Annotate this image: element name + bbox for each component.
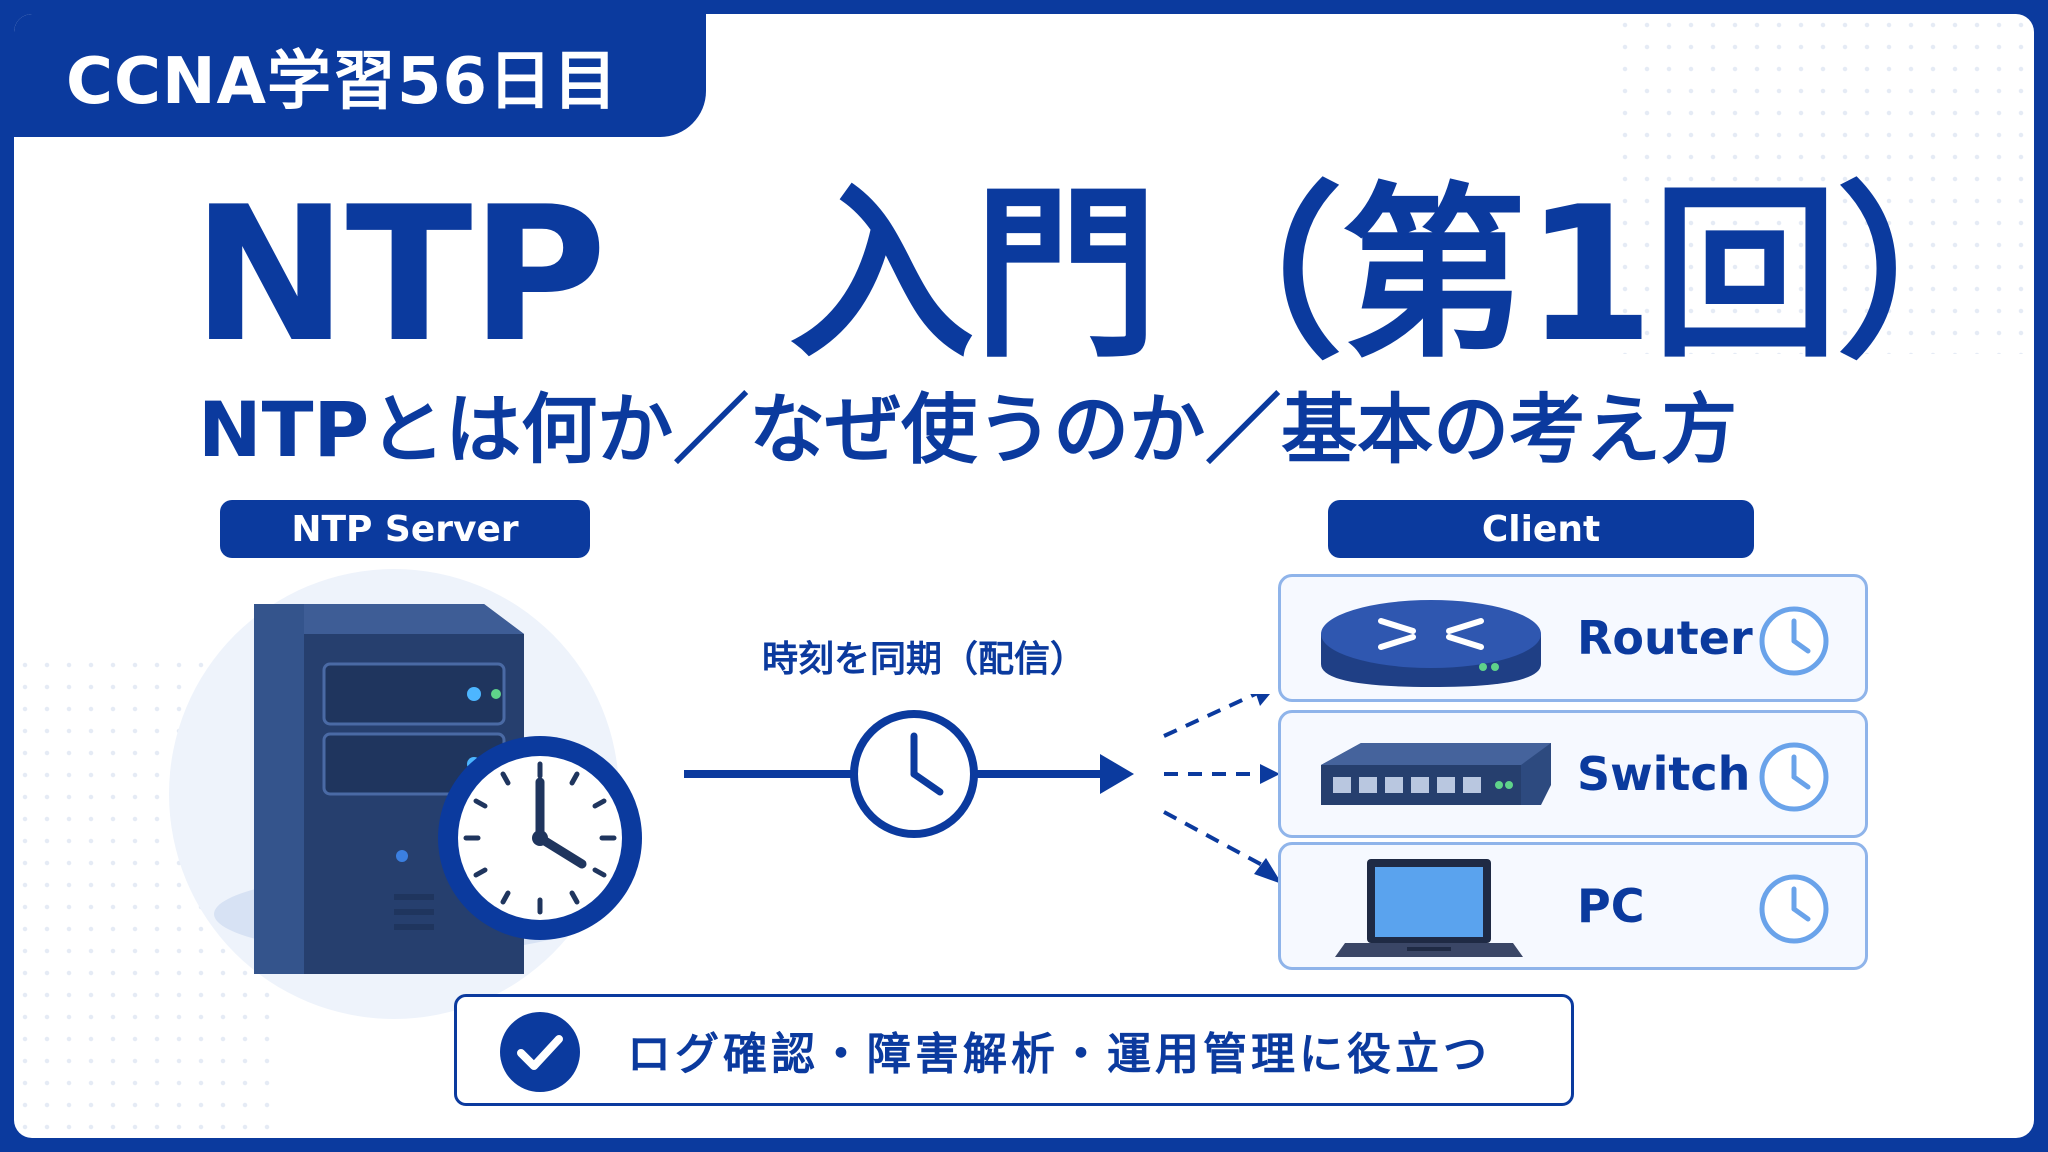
clock-icon — [1759, 742, 1829, 812]
client-pc-label: PC — [1577, 879, 1645, 933]
check-icon — [500, 1012, 580, 1092]
client-card-pc: PC — [1278, 842, 1868, 970]
dot-pattern — [1614, 14, 2034, 354]
clock-icon — [1759, 606, 1829, 676]
router-icon — [1321, 600, 1541, 687]
main-title: NTP 入門（第1回） — [192, 166, 2022, 383]
laptop-icon — [1335, 859, 1523, 957]
server-clock-icon — [438, 736, 642, 940]
sync-arrow — [684, 694, 1282, 884]
client-card-router: Router — [1278, 574, 1868, 702]
client-switch-label: Switch — [1577, 747, 1751, 801]
subtitle: NTPとは何か／なぜ使うのか／基本の考え方 — [198, 385, 1738, 474]
client-label: Client — [1328, 500, 1754, 558]
sync-clock-icon — [850, 710, 978, 838]
thumbnail-frame: CCNA学習56日目 NTP 入門（第1回） NTPとは何か／なぜ使うのか／基本… — [14, 14, 2034, 1138]
benefit-banner: ログ確認・障害解析・運用管理に役立つ — [454, 994, 1574, 1106]
day-tag: CCNA学習56日目 — [14, 14, 706, 137]
client-card-switch: Switch — [1278, 710, 1868, 838]
sync-label: 時刻を同期（配信） — [761, 639, 1086, 680]
clock-icon — [1759, 874, 1829, 944]
switch-icon — [1321, 743, 1551, 805]
server-label: NTP Server — [220, 500, 590, 558]
client-router-label: Router — [1577, 611, 1753, 665]
benefit-text: ログ確認・障害解析・運用管理に役立つ — [627, 1029, 1491, 1080]
server-icon — [169, 569, 619, 1019]
